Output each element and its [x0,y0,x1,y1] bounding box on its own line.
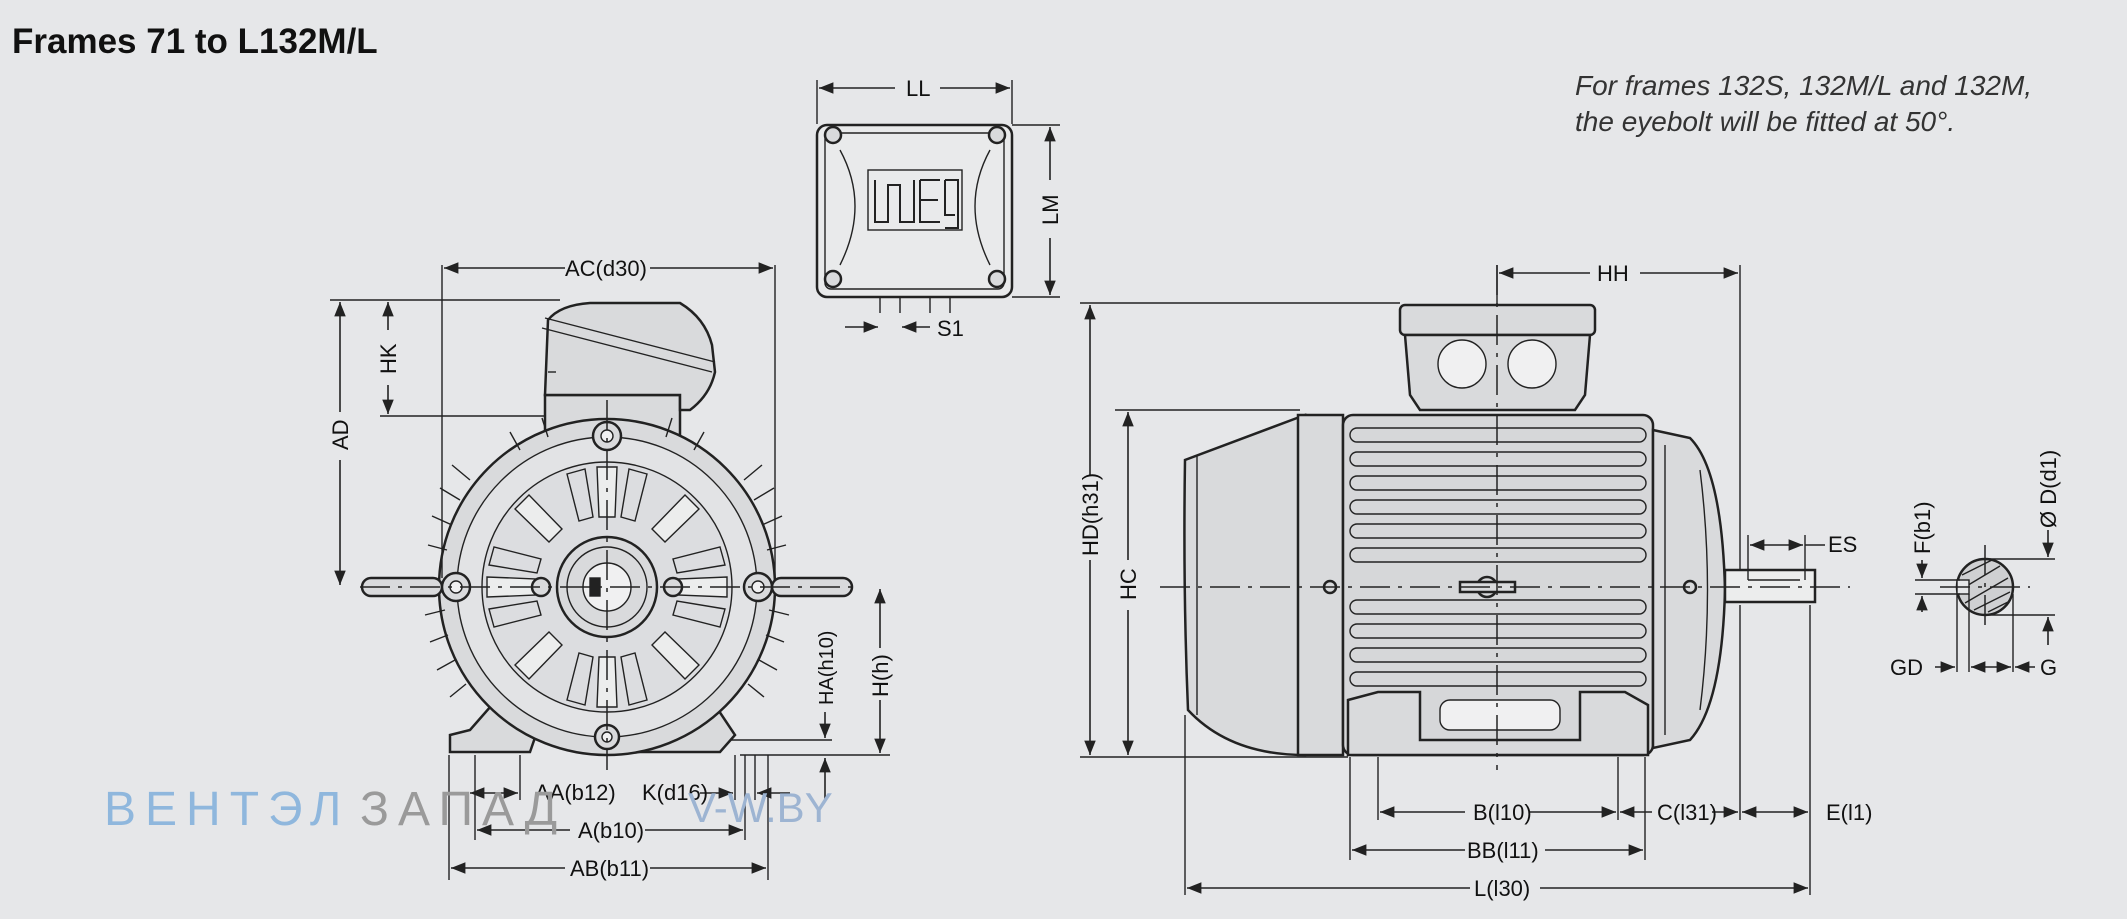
dim-ab-label: AB(b11) [570,856,649,881]
dim-s1-label: S1 [937,316,964,341]
shaft-section-view: Ø D(d1) F(b1) GD G [1890,450,2061,680]
dim-b-label: B(l10) [1473,800,1532,825]
dim-lm-label: LM [1038,194,1063,225]
dim-aa-label: AA(b12) [535,780,616,805]
side-cooling-fins [1349,427,1647,687]
dim-l-label: L(l30) [1474,876,1530,901]
front-dimensions [330,262,890,880]
front-fan-blades [486,466,728,708]
side-dimensions [1080,265,1825,895]
side-view: HH HD(h31) HC ES B(l10) C(l31) E(l1) BB(… [1078,261,1872,901]
watermark-part1: ВЕНТЭЛ [104,783,350,836]
dim-hd-label: HD(h31) [1078,473,1103,556]
dim-e-label: E(l1) [1826,800,1872,825]
side-shaft [1723,568,1817,604]
dim-gd-label: GD [1890,655,1923,680]
dim-ll-label: LL [906,76,930,101]
note-line-2: the eyebolt will be fitted at 50°. [1575,106,1956,137]
note-line-1: For frames 132S, 132M/L and 132M, [1575,70,2033,101]
dim-ad-label: AD [328,419,353,450]
front-view: AC(d30) AD HK H(h) HA(h10) AA(b12) K(d16… [328,256,893,881]
dim-ha-label: HA(h10) [816,631,838,705]
dim-hk-label: HK [376,343,401,374]
front-cooling-fins [424,417,790,698]
dim-es-label: ES [1828,532,1857,557]
dim-ac-label: AC(d30) [565,256,647,281]
dim-f-label: F(b1) [1910,501,1935,554]
dim-bb-label: BB(l11) [1467,838,1539,863]
dim-hc-label: HC [1116,568,1141,600]
dim-a-label: A(b10) [578,818,644,843]
terminal-box-view: LL LM S1 [815,76,1063,341]
side-feet [1346,690,1650,757]
dim-hh-label: HH [1597,261,1629,286]
dim-g-label: G [2040,655,2057,680]
dim-d-label: Ø D(d1) [2036,450,2061,528]
front-terminal-box [541,301,717,437]
watermark-part2: ЗАПАД [360,783,566,836]
watermark-part3: V-W.BY [688,784,833,831]
dim-h-label: H(h) [868,654,893,697]
watermark: ВЕНТЭЛ ЗАПАД V-W.BY [104,783,833,836]
side-fan-cover [1183,413,1307,757]
page-title: Frames 71 to L132M/L [12,22,378,61]
eyebolt-note: For frames 132S, 132M/L and 132M, the ey… [1575,68,2032,140]
dim-k-label: K(d16) [642,780,708,805]
dim-c-label: C(l31) [1657,800,1717,825]
weg-logo [867,169,963,231]
